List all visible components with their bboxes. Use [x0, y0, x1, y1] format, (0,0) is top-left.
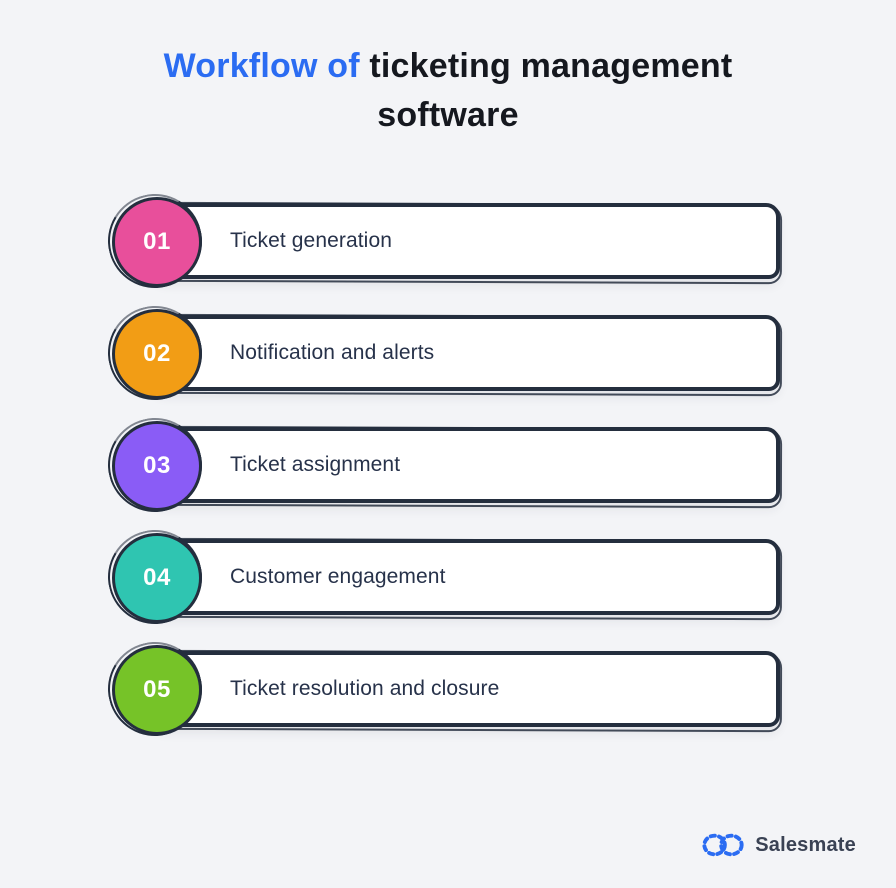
- step-bar: Ticket generation: [152, 203, 780, 279]
- step-number: 01: [143, 228, 171, 255]
- step-number: 02: [143, 340, 171, 367]
- step-badge: 03: [112, 421, 202, 511]
- workflow-step-2: Notification and alerts 02: [112, 309, 780, 399]
- workflow-step-3: Ticket assignment 03: [112, 421, 780, 511]
- step-number: 04: [143, 564, 171, 591]
- step-bar: Customer engagement: [152, 539, 780, 615]
- step-label: Ticket assignment: [230, 453, 401, 476]
- workflow-step-5: Ticket resolution and closure 05: [112, 645, 780, 735]
- step-badge: 05: [112, 645, 202, 735]
- workflow-step-4: Customer engagement 04: [112, 533, 780, 623]
- step-badge: 02: [112, 309, 202, 399]
- step-number: 05: [143, 676, 171, 703]
- brand-name: Salesmate: [755, 833, 856, 856]
- step-bar: Notification and alerts: [152, 315, 780, 391]
- page-title-rest: ticketing management software: [359, 47, 733, 134]
- step-badge: 01: [112, 197, 202, 287]
- salesmate-chain-icon: [702, 833, 744, 857]
- step-number: 03: [143, 452, 171, 479]
- step-badge: 04: [112, 533, 202, 623]
- step-label: Ticket generation: [230, 229, 393, 252]
- step-label: Notification and alerts: [230, 341, 435, 364]
- page-title-accent: Workflow of: [163, 47, 360, 85]
- step-label: Customer engagement: [230, 565, 446, 588]
- workflow-step-1: Ticket generation 01: [112, 197, 780, 287]
- workflow-list: Ticket generation 01 Notification and al…: [112, 197, 780, 735]
- footer-brand: Salesmate: [700, 831, 856, 859]
- step-bar: Ticket resolution and closure: [152, 651, 780, 727]
- step-label: Ticket resolution and closure: [230, 677, 500, 700]
- step-bar: Ticket assignment: [152, 427, 780, 503]
- page-title: Workflow of ticketing management softwar…: [118, 42, 778, 140]
